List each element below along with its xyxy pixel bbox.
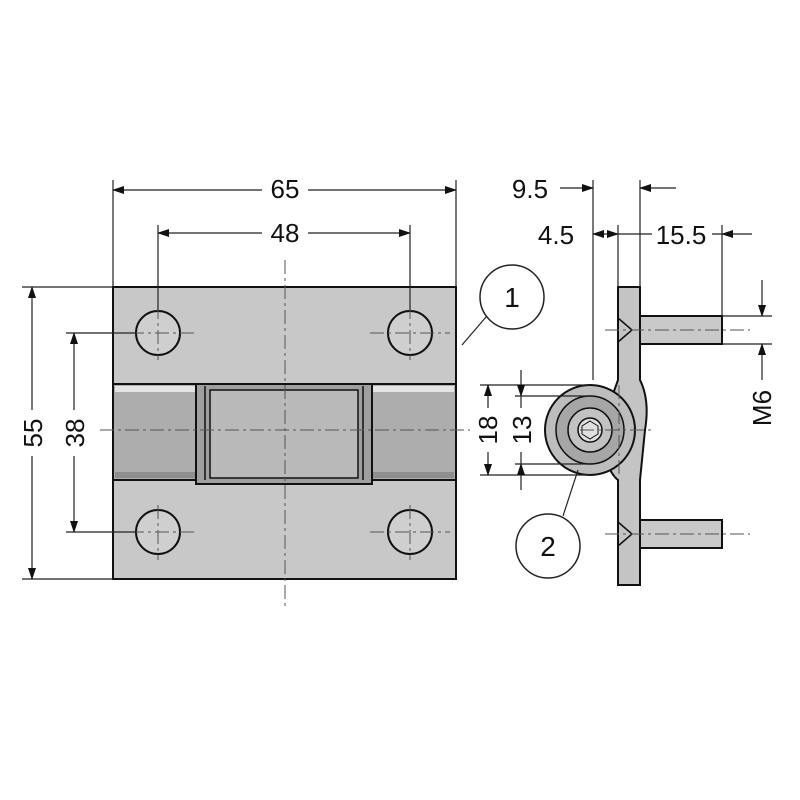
callout-1: 1 [461,264,545,346]
callout-2-label: 2 [540,531,556,562]
dim-hole-spacing-horizontal: 48 [271,218,300,248]
dim-knuckle-13: 13 [507,416,537,445]
dim-knuckle-18: 18 [473,416,503,445]
callout-2: 2 [515,469,581,579]
dim-thread: M6 [747,390,777,426]
hex-socket [581,420,599,440]
dim-hole-spacing-vertical: 38 [60,419,90,448]
center-knuckle-inner [209,389,359,479]
dim-side-15-5: 15.5 [656,220,707,250]
dim-side-4-5: 4.5 [538,220,574,250]
side-view: 9.5 4.5 15.5 18 13 M6 [472,174,777,586]
dim-height-overall: 55 [18,419,48,448]
dim-width-overall: 65 [271,174,300,204]
center-lines [100,260,470,610]
dim-side-9-5: 9.5 [512,174,548,204]
front-view: 65 48 55 38 [18,174,470,610]
callout-1-label: 1 [504,282,520,313]
